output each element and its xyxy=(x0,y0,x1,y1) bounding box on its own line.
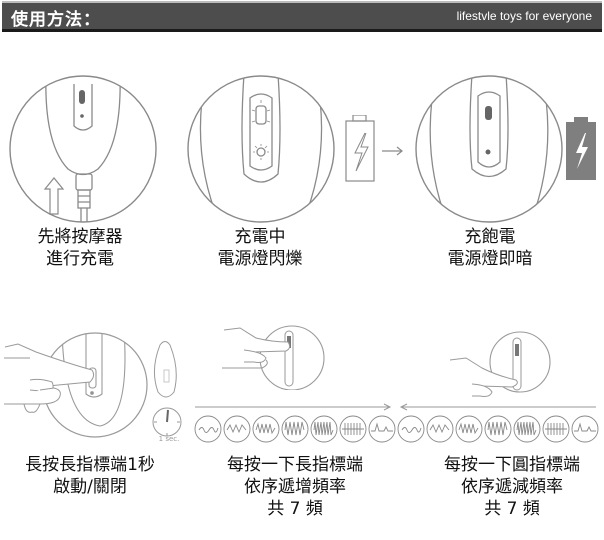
step-caption-power: 長按長指標端1秒 啟動/關閉 xyxy=(25,455,155,497)
charged-illustration xyxy=(414,74,564,224)
power-hold-illustration xyxy=(0,330,200,450)
decrease-arrow xyxy=(398,402,598,412)
step-caption-charging: 充電中 電源燈閃爍 xyxy=(217,227,303,269)
frequency-patterns-decrease xyxy=(397,414,601,444)
frequency-patterns-increase xyxy=(194,414,398,444)
header-bar: 使用方法： lifestvle toys for everyone xyxy=(2,3,602,32)
charging-light-illustration xyxy=(186,74,336,224)
brand-tagline: lifestvle toys for everyone xyxy=(456,9,592,23)
step-caption-increase: 每按一下長指標端 依序遞增頻率 共 7 頻 xyxy=(227,455,363,519)
increase-frequency-illustration xyxy=(222,318,332,390)
page-title: 使用方法： xyxy=(11,10,101,30)
battery-charging-icon xyxy=(344,115,434,185)
battery-full-icon xyxy=(566,117,598,181)
step-caption-charged: 充飽電 電源燈即暗 xyxy=(447,227,533,269)
step-caption-charge: 先將按摩器 進行充電 xyxy=(37,227,123,269)
step-caption-decrease: 每按一下圓指標端 依序遞減頻率 共 7 頻 xyxy=(444,455,580,519)
timer-label: 1 sec. xyxy=(158,435,180,443)
charging-plug-illustration xyxy=(8,74,158,224)
decrease-frequency-illustration xyxy=(448,330,558,402)
increase-arrow xyxy=(195,402,395,412)
